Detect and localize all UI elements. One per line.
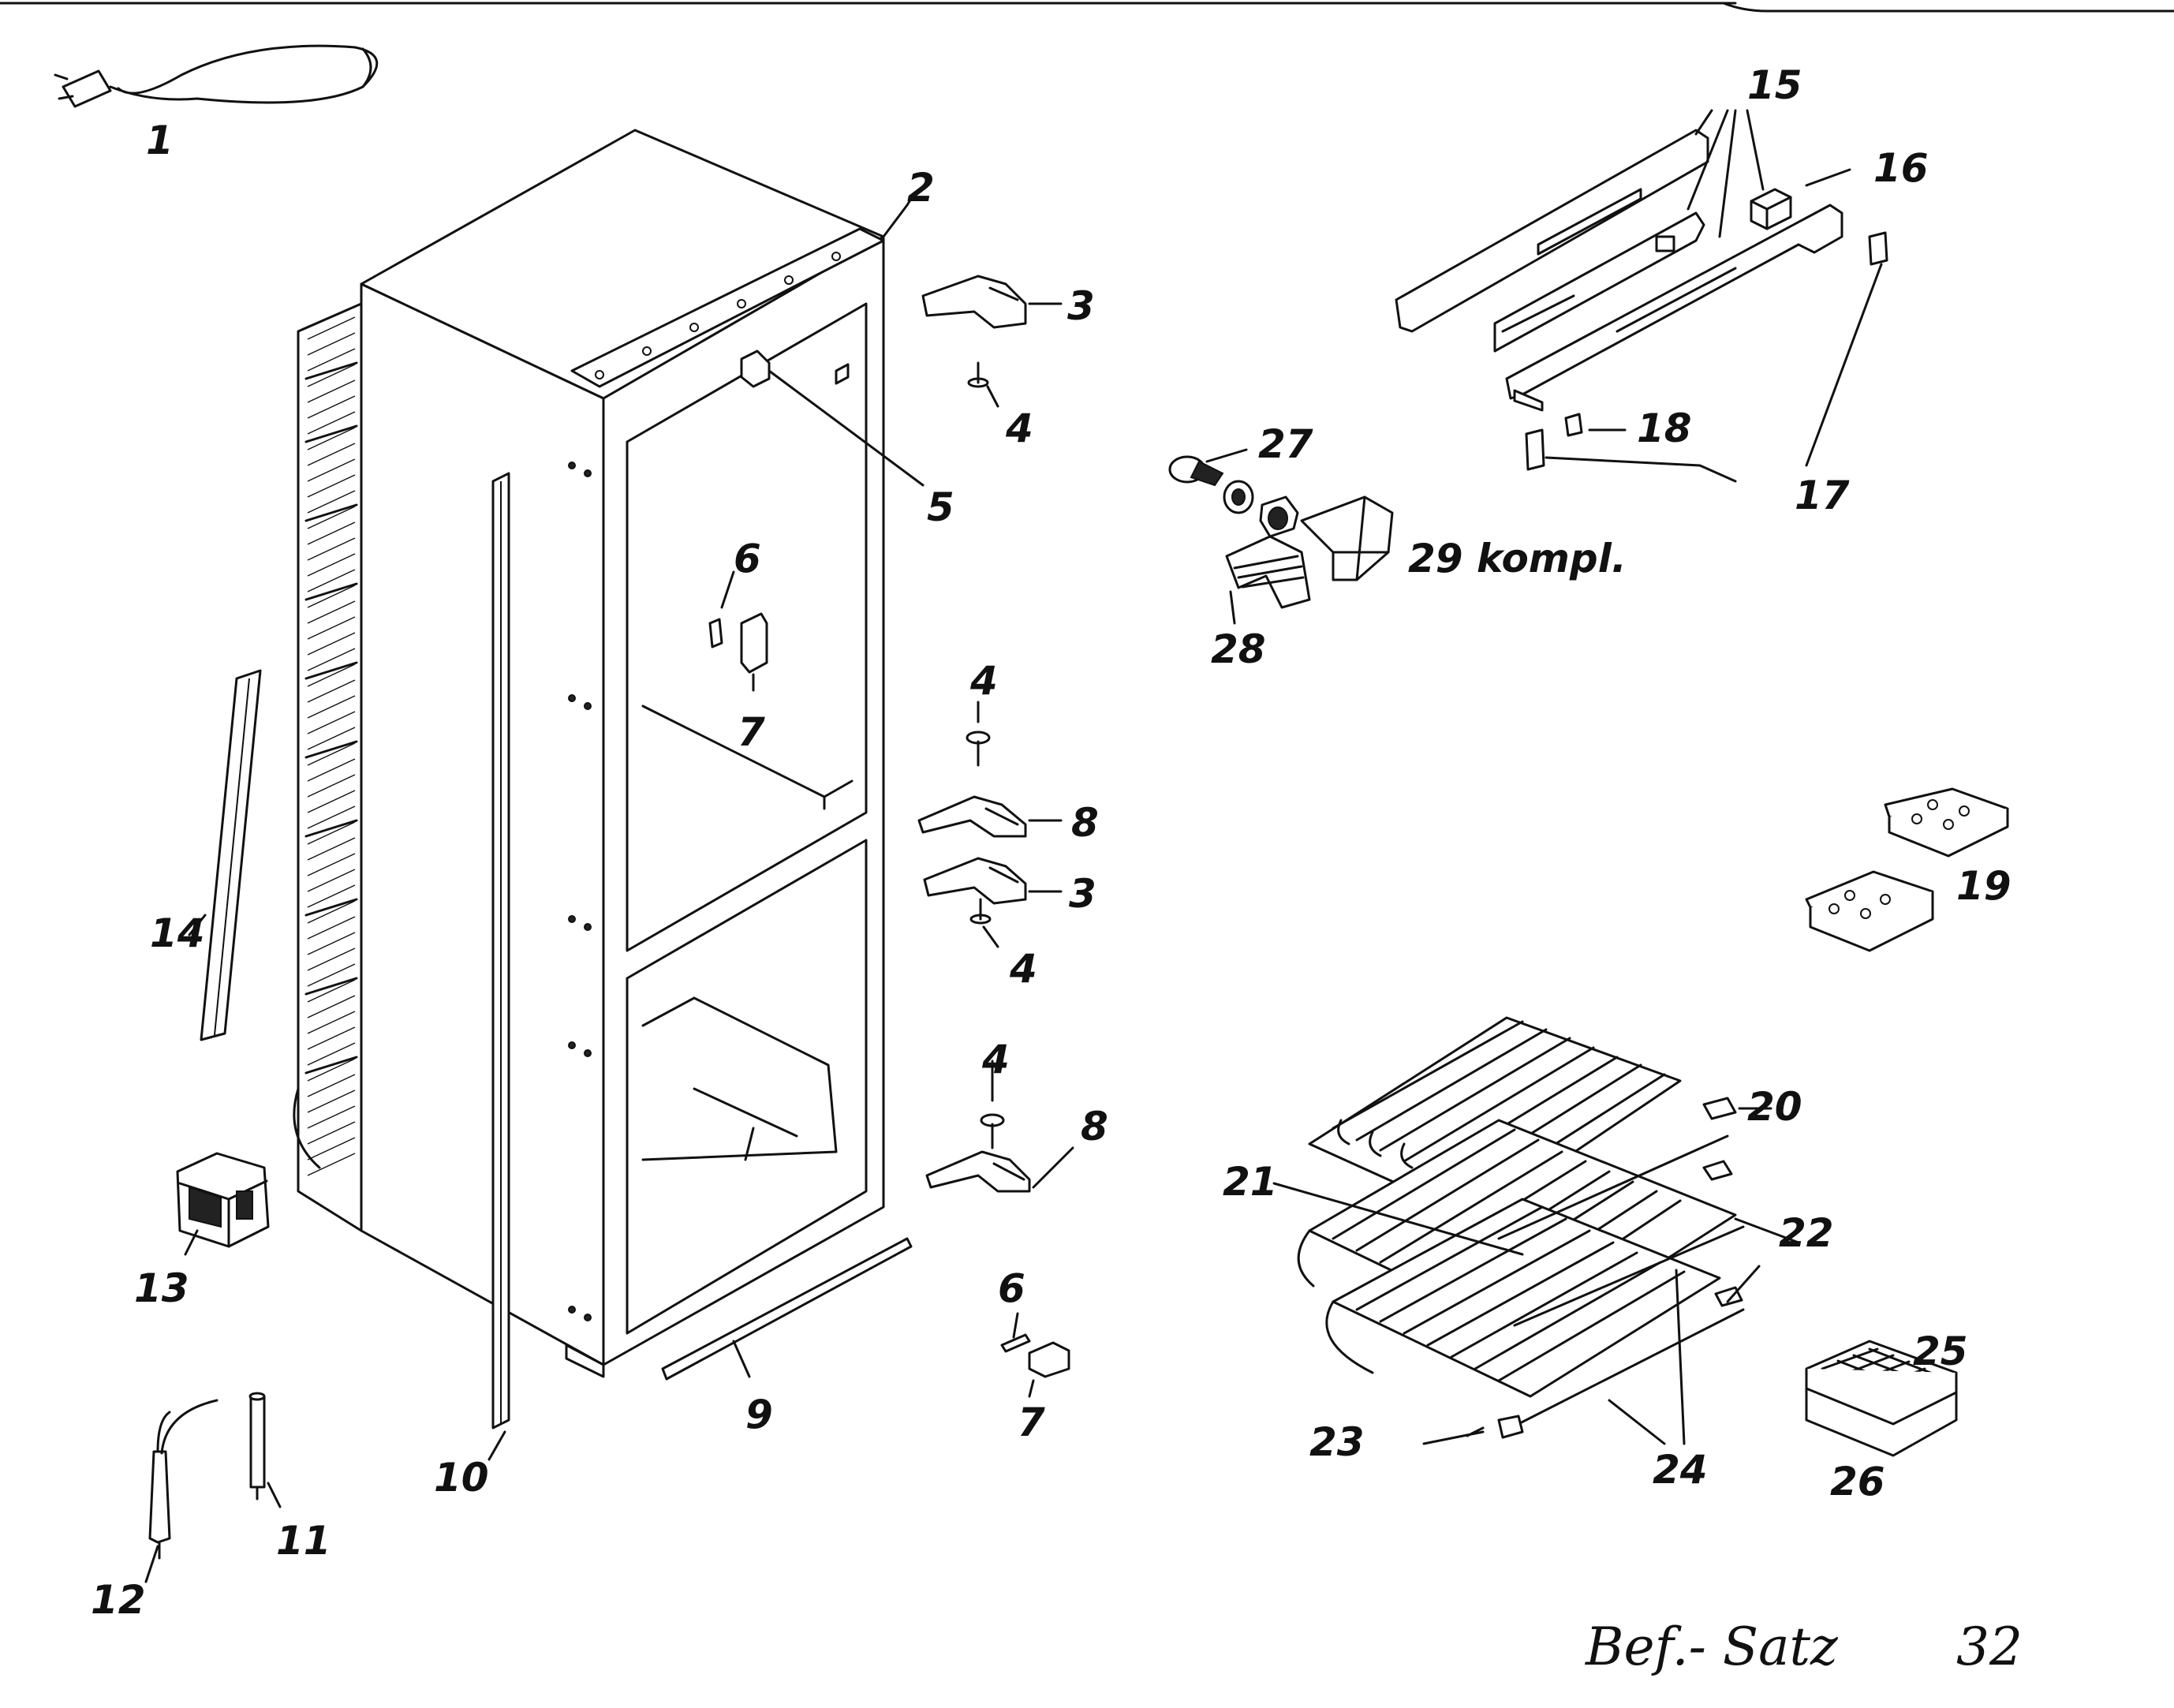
small-plate-part: [1564, 413, 1583, 437]
label-part-28: 28: [1211, 626, 1266, 672]
lamp-cover-part: [1225, 535, 1311, 609]
pin-part-b: [966, 731, 991, 767]
hinge-middle-part: [917, 795, 1027, 838]
label-part-3-lower: 3: [1069, 871, 1096, 917]
condenser-grid-part: [293, 302, 363, 1232]
label-part-20: 20: [1747, 1084, 1802, 1130]
pin-part-d: [980, 1113, 1005, 1149]
label-part-6-upper: 6: [734, 536, 761, 581]
label-part-1: 1: [146, 118, 174, 163]
lamp-housing-part: [1300, 495, 1394, 581]
shelf-clip-part: [1702, 1097, 1737, 1120]
label-part-12: 12: [91, 1577, 146, 1623]
label-part-3-upper: 3: [1067, 283, 1095, 329]
label-part-11: 11: [276, 1518, 331, 1564]
refrigerator-cabinet-part: [360, 129, 885, 1378]
power-cord-part: [54, 44, 379, 108]
bottom-strip-part: [661, 1237, 913, 1381]
clip-part-a: [1868, 231, 1888, 266]
hinge-upper-part: [921, 275, 1027, 329]
pin-cap-part-upper: [708, 612, 768, 674]
lamp-socket-part: [1223, 480, 1299, 538]
block-part: [1750, 188, 1792, 230]
rail-set-part: [1395, 129, 1843, 412]
label-part-13: 13: [134, 1265, 189, 1311]
label-part-7-lower: 7: [1018, 1400, 1045, 1445]
pin-part-c: [969, 898, 992, 925]
filter-drier-part: [148, 1399, 219, 1560]
label-part-29: 29 kompl.: [1408, 536, 1627, 581]
label-part-18: 18: [1637, 406, 1692, 451]
label-part-22: 22: [1779, 1210, 1834, 1256]
hinge-lower-part: [923, 857, 1027, 905]
side-strip-part: [200, 669, 262, 1041]
label-part-4-b: 4: [969, 658, 998, 704]
ice-pack-part: [1805, 787, 2009, 952]
label-part-9: 9: [745, 1392, 773, 1437]
label-part-4-c: 4: [1009, 946, 1037, 992]
leader-lines: [144, 109, 1883, 1583]
label-part-24: 24: [1653, 1447, 1708, 1493]
label-part-16: 16: [1873, 145, 1929, 191]
label-part-14: 14: [150, 910, 205, 956]
clip-part-b: [1525, 428, 1545, 471]
footer-set-number: 32: [1956, 1616, 2023, 1677]
pin-cap-part-lower: [1000, 1333, 1070, 1378]
door-seal-strip-part: [491, 472, 510, 1430]
light-switch-part: [740, 349, 850, 388]
label-part-21: 21: [1223, 1159, 1278, 1205]
label-part-4-d: 4: [981, 1037, 1010, 1082]
label-part-8-bottom: 8: [1081, 1104, 1108, 1149]
label-part-23: 23: [1309, 1419, 1365, 1465]
label-part-2: 2: [907, 165, 935, 211]
footer-set-name: Bef.- Satz: [1585, 1616, 1839, 1677]
label-part-6-lower: 6: [998, 1265, 1025, 1311]
label-part-26: 26: [1830, 1459, 1885, 1504]
hinge-bottom-part: [925, 1150, 1031, 1193]
evaporator-shelf-part: [1297, 1016, 1745, 1439]
label-part-7-upper: 7: [738, 709, 765, 755]
top-border: [0, 2, 2174, 13]
label-part-4-a: 4: [1005, 406, 1033, 451]
label-part-17: 17: [1795, 473, 1850, 518]
label-part-8-middle: 8: [1071, 800, 1099, 846]
thermostat-box-part: [176, 1152, 270, 1248]
label-part-5: 5: [927, 484, 954, 530]
label-part-25: 25: [1913, 1329, 1968, 1374]
label-part-27: 27: [1258, 421, 1313, 467]
label-part-15: 15: [1747, 62, 1802, 108]
capillary-tube-part: [248, 1392, 266, 1501]
lamp-bulb-part: [1168, 455, 1224, 487]
ice-tray-box-part: [1805, 1369, 1958, 1457]
pin-part-a: [967, 361, 989, 388]
label-part-10: 10: [434, 1455, 489, 1501]
cabinet-hinge-holes: [568, 462, 592, 1321]
label-part-19: 19: [1956, 863, 2012, 909]
